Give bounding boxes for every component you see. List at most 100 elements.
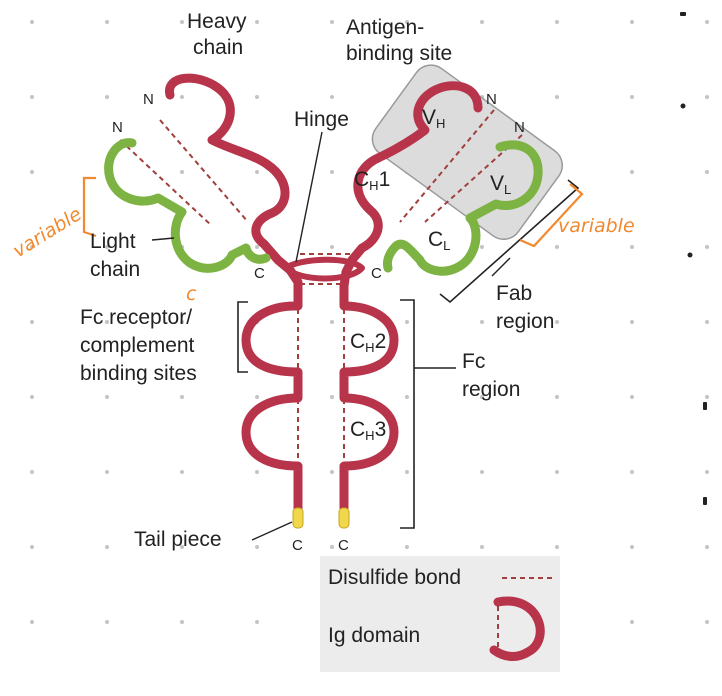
handwritten-variable-left: variable (9, 203, 86, 262)
grid-dot (180, 620, 184, 624)
grid-dot (105, 470, 109, 474)
heavy-chain-left (165, 73, 303, 513)
grid-dot (255, 395, 259, 399)
grid-dot (405, 470, 409, 474)
variable-bracket-right (519, 183, 584, 248)
grid-dot (705, 245, 709, 249)
grid-dot (180, 320, 184, 324)
grid-dot (255, 95, 259, 99)
grid-dot (405, 20, 409, 24)
grid-dot (555, 20, 559, 24)
terminus-c-light-left: C (254, 265, 265, 282)
grid-dot (255, 20, 259, 24)
label-heavy-chain-1: Heavy (187, 10, 247, 33)
grid-dot (705, 470, 709, 474)
grid-dot (330, 320, 334, 324)
grid-dot (480, 20, 484, 24)
grid-dot (30, 170, 34, 174)
grid-dot (105, 245, 109, 249)
terminus-c-light-right: C (371, 265, 382, 282)
grid-dot (330, 95, 334, 99)
grid-dot (105, 395, 109, 399)
grid-dot (180, 395, 184, 399)
label-fc-receptor-1: Fc receptor/ (80, 306, 192, 329)
label-light-chain-2: chain (90, 258, 140, 281)
grid-dot (555, 395, 559, 399)
grid-dot (330, 395, 334, 399)
legend: Disulfide bond Ig domain (320, 556, 560, 672)
terminus-n-light-left: N (112, 119, 123, 136)
grid-dot (180, 470, 184, 474)
grid-dot (180, 95, 184, 99)
fc-region-bracket (400, 299, 415, 529)
grid-dot (480, 545, 484, 549)
legend-disulfide-label: Disulfide bond (328, 566, 461, 589)
label-antigen-site-2: binding site (346, 42, 452, 65)
label-light-chain-1: Light (90, 230, 136, 253)
grid-dot (630, 470, 634, 474)
grid-dot (30, 320, 34, 324)
fab-leader (491, 257, 511, 277)
grid-dot (30, 395, 34, 399)
grid-dot (405, 395, 409, 399)
grid-dot (30, 95, 34, 99)
grid-dot (330, 170, 334, 174)
grid-dot (630, 20, 634, 24)
grid-dot (180, 545, 184, 549)
grid-dot (630, 545, 634, 549)
fc-receptor-bracket (237, 301, 248, 373)
light-chain-leader (151, 237, 175, 241)
label-tail-piece: Tail piece (134, 528, 222, 551)
variable-bracket-left (82, 176, 97, 238)
domain-label-vl: VL (490, 172, 511, 197)
grid-dot (480, 245, 484, 249)
grid-dot (255, 170, 259, 174)
label-fc-receptor-3: binding sites (80, 362, 197, 385)
grid-dot (555, 320, 559, 324)
domain-label-ch2: CH2 (350, 330, 386, 355)
grid-dot (255, 545, 259, 549)
grid-dot (630, 245, 634, 249)
grid-dot (30, 620, 34, 624)
stray-marks (680, 12, 707, 505)
label-fab-region-2: region (496, 310, 554, 333)
terminus-c-tail-left: C (292, 537, 303, 554)
grid-dot (405, 320, 409, 324)
handwritten-variable-right: variable (558, 215, 635, 237)
grid-dot (405, 545, 409, 549)
grid-dot (30, 20, 34, 24)
terminus-n-heavy-right: N (486, 91, 497, 108)
grid-dot (330, 470, 334, 474)
grid-dot (105, 320, 109, 324)
label-fc-region-1: Fc (462, 350, 485, 373)
grid-dot (30, 470, 34, 474)
hinge-region (283, 256, 365, 282)
grid-dot (555, 470, 559, 474)
grid-dot (705, 545, 709, 549)
grid-dot (105, 620, 109, 624)
fab-region-bracket (439, 179, 580, 304)
legend-ig-domain-label: Ig domain (328, 624, 420, 647)
grid-dot (555, 95, 559, 99)
grid-dot (705, 395, 709, 399)
light-chain-right (383, 140, 543, 276)
grid-dot (630, 170, 634, 174)
grid-dot (180, 20, 184, 24)
grid-dot (480, 320, 484, 324)
label-heavy-chain-2: chain (193, 36, 243, 59)
handwritten-c-mark: c (186, 283, 197, 305)
domain-label-ch3: CH3 (350, 418, 386, 443)
grid-dot (105, 20, 109, 24)
terminus-n-heavy-left: N (143, 91, 154, 108)
grid-dot (630, 620, 634, 624)
grid-dot (330, 545, 334, 549)
grid-dot (105, 95, 109, 99)
legend-ig-domain-icon (489, 596, 545, 661)
terminus-n-light-right: N (514, 119, 525, 136)
grid-dot (105, 545, 109, 549)
grid-dot (255, 245, 259, 249)
grid-dot (255, 470, 259, 474)
grid-dot (180, 170, 184, 174)
grid-dot (330, 20, 334, 24)
